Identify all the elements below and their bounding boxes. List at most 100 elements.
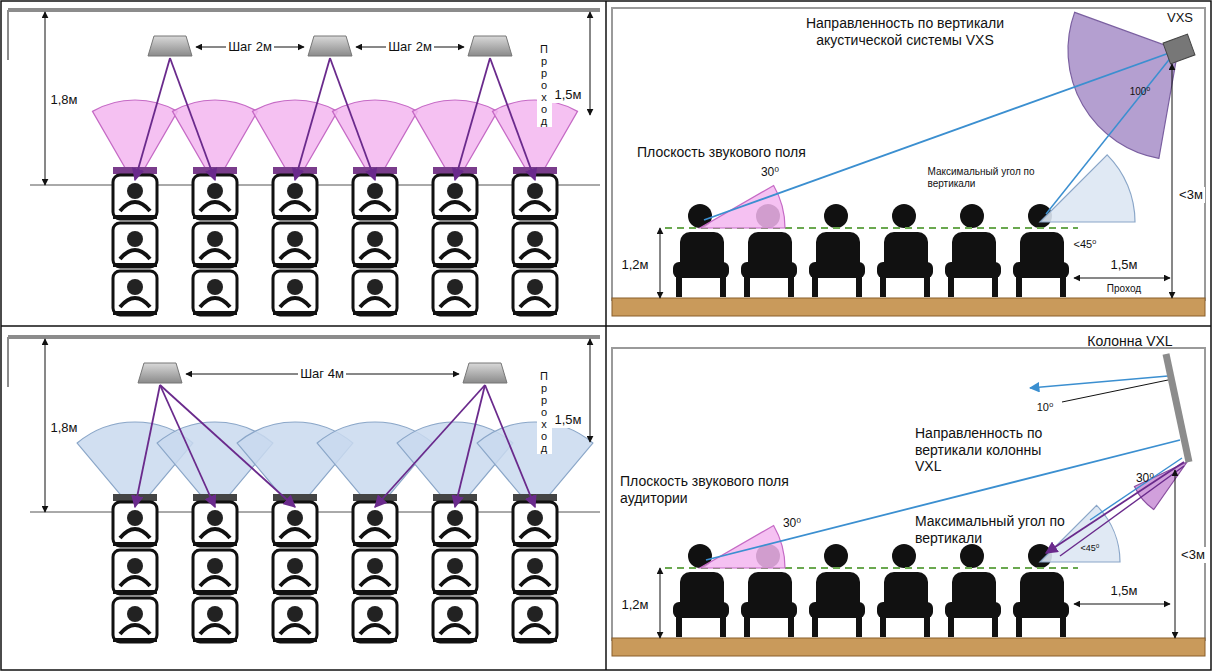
seat-top-view (513, 502, 557, 546)
seat-band (113, 167, 157, 174)
sound-ray (1060, 466, 1184, 556)
dimension-label: 1,5м (1108, 257, 1139, 273)
person-head (367, 558, 383, 574)
chair-leg (1016, 277, 1022, 297)
floor (612, 638, 1205, 656)
person-head (447, 558, 463, 574)
chair-leg (676, 617, 682, 637)
seat-top-view (433, 175, 477, 219)
person-shoulders (440, 298, 470, 307)
sound-ray (455, 385, 485, 507)
seat-back (193, 590, 237, 594)
column-vxl (1166, 354, 1189, 462)
person-head (127, 231, 143, 247)
person-shoulders (120, 250, 150, 259)
seat-band (273, 167, 317, 174)
seat-back (513, 638, 557, 642)
person-shoulders (520, 250, 550, 259)
person-shoulders (520, 202, 550, 211)
seat-back (513, 263, 557, 267)
seat-back (273, 263, 317, 267)
chair-seat (877, 602, 933, 618)
seat-band (193, 167, 237, 174)
max-angle-wedge (1040, 155, 1135, 222)
person-shoulders (120, 625, 150, 634)
seat-back (353, 215, 397, 219)
chair-leg (744, 617, 750, 637)
angle-label: <45⁰ (1073, 238, 1096, 251)
person-shoulders (120, 577, 150, 586)
chair-leg (992, 617, 998, 637)
person-head (207, 183, 223, 199)
chair-leg (880, 617, 886, 637)
person-shoulders (280, 577, 310, 586)
sound-ray (330, 58, 375, 180)
vertical-dispersion-fan (1068, 12, 1178, 158)
sound-ray (160, 385, 215, 507)
seat-back (353, 263, 397, 267)
seat-back (273, 542, 317, 546)
seat-top-view (433, 271, 477, 315)
person-shoulders (520, 625, 550, 634)
person-shoulders (200, 577, 230, 586)
seat-top-view (273, 271, 317, 315)
person-shoulders (200, 298, 230, 307)
person-shoulders (440, 625, 470, 634)
seat-top-view (353, 271, 397, 315)
dimension-label: <3м (1179, 547, 1207, 563)
person-head (367, 510, 383, 526)
listener-head (892, 204, 916, 228)
person-shoulders (360, 577, 390, 586)
chair-leg (924, 617, 930, 637)
seat-band (513, 167, 557, 174)
seat-back (273, 215, 317, 219)
chair-seat (809, 602, 865, 618)
aisle-label: Проход (1107, 283, 1141, 295)
listener-head (824, 204, 848, 228)
angle-label: 30⁰ (783, 516, 801, 530)
person-head (527, 183, 543, 199)
seat-back (113, 311, 157, 315)
seat-back (513, 311, 557, 315)
seat-back (513, 590, 557, 594)
step-label: Шаг 2м (386, 39, 434, 55)
seat-top-view (353, 175, 397, 219)
seat-top-view (273, 502, 317, 546)
seat-top-view (513, 550, 557, 594)
chair-seat (945, 602, 1001, 618)
seat-top-view (193, 271, 237, 315)
seat-top-view (433, 550, 477, 594)
seat-back (353, 542, 397, 546)
chair-seat (673, 262, 729, 278)
seat-band (353, 167, 397, 174)
person-head (287, 183, 303, 199)
aisle-label: Прроход (537, 43, 552, 128)
sound-ray (1046, 462, 1184, 553)
sound-ray (1030, 376, 1168, 388)
sound-ray (135, 385, 160, 507)
seat-back (113, 542, 157, 546)
chair-leg (788, 277, 794, 297)
seat-top-view (433, 598, 477, 642)
seat-band (433, 494, 477, 501)
seat-top-view (113, 223, 157, 267)
person-shoulders (520, 298, 550, 307)
person-shoulders (360, 625, 390, 634)
step-label: Шаг 2м (226, 39, 274, 55)
person-head (367, 183, 383, 199)
person-shoulders (520, 577, 550, 586)
seat-top-view (433, 223, 477, 267)
dispersion-cone (173, 100, 258, 185)
seat-back (353, 638, 397, 642)
chair-seat (1013, 602, 1069, 618)
seat-back (273, 311, 317, 315)
chair-leg (1060, 617, 1066, 637)
person-shoulders (440, 250, 470, 259)
room-outline (612, 348, 1205, 640)
dimension-line (1175, 470, 1176, 638)
person-head (447, 606, 463, 622)
person-shoulders (200, 202, 230, 211)
top-view-panel (8, 10, 600, 315)
sound-ray (295, 58, 330, 180)
